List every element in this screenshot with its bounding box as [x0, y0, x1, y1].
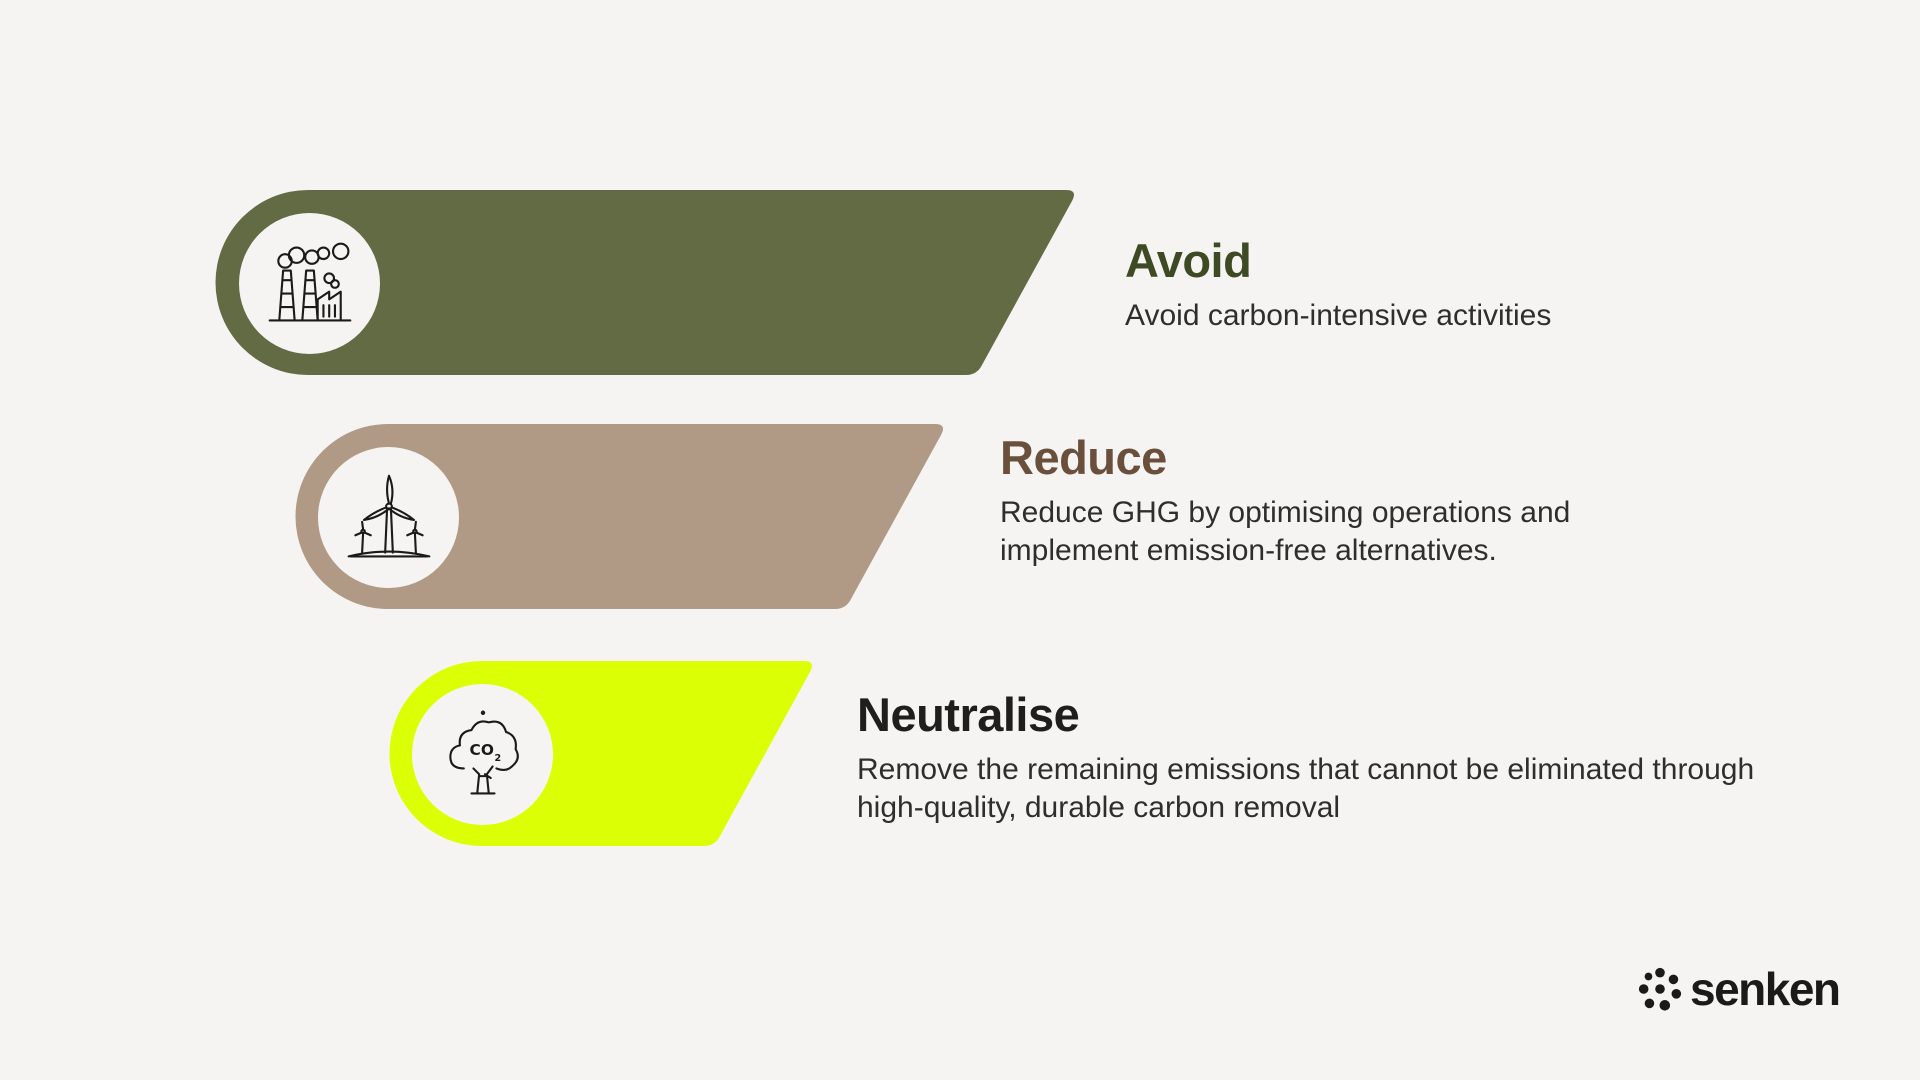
- svg-text:2: 2: [494, 752, 501, 763]
- step-description: Avoid carbon-intensive activities: [1125, 298, 1552, 332]
- svg-text:CO: CO: [469, 741, 493, 759]
- step-description: Reduce GHG by optimising operations and …: [1000, 495, 1571, 567]
- brand-name: senken: [1690, 963, 1841, 1015]
- band-avoid: [215, 190, 1074, 375]
- step-title: Neutralise: [857, 688, 1080, 741]
- band-reduce: [295, 424, 944, 609]
- step-neutralise: Neutralise Remove the remaining emission…: [857, 689, 1757, 827]
- step-avoid: Avoid Avoid carbon-intensive activities: [1125, 235, 1725, 335]
- senken-logo-icon: [1638, 967, 1682, 1011]
- step-description: Remove the remaining emissions that cann…: [857, 752, 1755, 824]
- wind-turbine-icon: [318, 447, 459, 588]
- step-title: Avoid: [1125, 234, 1252, 287]
- step-title: Reduce: [1000, 431, 1167, 484]
- step-reduce: Reduce Reduce GHG by optimising operatio…: [1000, 432, 1690, 570]
- co2-tree-icon: CO 2: [412, 684, 553, 825]
- factory-icon: [239, 213, 380, 354]
- brand-logo: senken: [1636, 962, 1841, 1016]
